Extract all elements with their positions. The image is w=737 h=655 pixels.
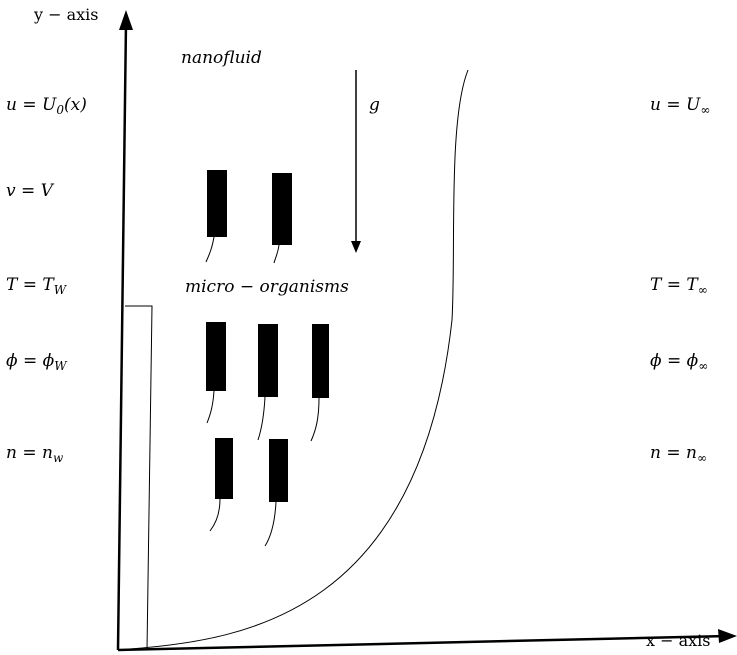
- micro-organism-7: [264, 439, 288, 547]
- left-condition-v: v = V: [6, 181, 55, 201]
- right-condition-T: T = T∞: [650, 275, 708, 297]
- gravity-arrowhead-icon: [351, 241, 361, 253]
- right-condition-u: u = U∞: [650, 95, 710, 117]
- micro-organisms-label: micro − organisms: [185, 277, 349, 297]
- x-axis-line: [117, 634, 729, 652]
- boundary-layer-curve: [129, 69, 469, 650]
- micro-organism-1: [205, 170, 227, 263]
- x-axis-arrow-icon: [718, 629, 737, 643]
- micro-organism-2: [272, 173, 292, 264]
- y-axis-arrow-icon: [119, 10, 133, 30]
- y-axis-line: [116, 21, 128, 651]
- y-axis-label: y − axis: [33, 5, 99, 24]
- x-axis-label: x − axis: [646, 631, 711, 650]
- micro-organism-3: [206, 322, 226, 424]
- plate-bracket: [125, 305, 153, 651]
- micro-organism-6: [209, 438, 233, 532]
- left-condition-phi: ϕ = ϕW: [6, 351, 68, 373]
- micro-organism-5: [310, 324, 329, 442]
- left-condition-u: u = U0(x): [6, 95, 87, 117]
- micro-organism-4: [257, 324, 278, 441]
- nanofluid-label: nanofluid: [181, 48, 262, 68]
- right-condition-phi: ϕ = ϕ∞: [650, 351, 708, 373]
- right-condition-n: n = n∞: [650, 443, 707, 465]
- left-condition-n: n = nw: [6, 443, 64, 465]
- gravity-label: g: [369, 95, 380, 115]
- left-condition-T: T = TW: [6, 275, 68, 297]
